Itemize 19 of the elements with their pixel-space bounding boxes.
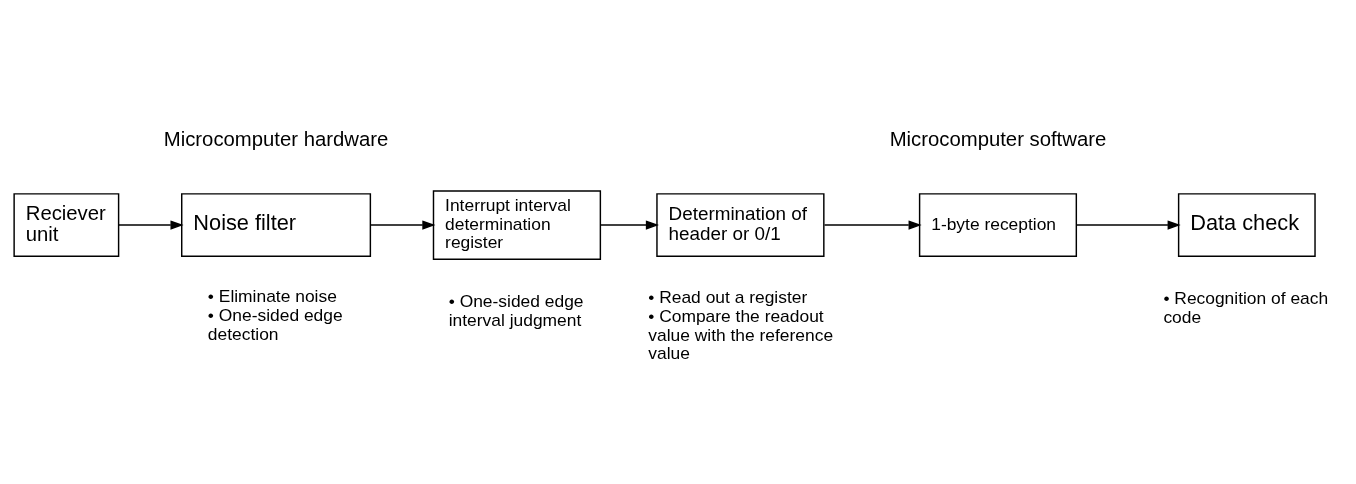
node-label: • One-sided edge interval judgment xyxy=(448,290,584,330)
node-box: Determination of header or 0/1 xyxy=(656,192,825,257)
arrow xyxy=(823,220,922,230)
label: Microcomputer software xyxy=(889,127,1107,150)
node-box: 1-byte reception xyxy=(918,192,1078,257)
arrow xyxy=(599,220,659,230)
label: Microcomputer hardware xyxy=(163,127,389,150)
node-label: • Eliminate noise xyxy=(207,285,337,306)
node-box: Interrupt interval determination register xyxy=(432,189,602,260)
node-box: Reciever unit xyxy=(13,192,120,257)
node-box: Data check xyxy=(1177,192,1316,257)
node-box: Noise filter xyxy=(181,192,372,257)
node-label: • Recognition of each code xyxy=(1163,287,1329,327)
arrow xyxy=(118,220,184,230)
node-label: • Read out a register xyxy=(648,286,808,307)
arrow xyxy=(370,220,436,230)
node-label: • Compare the readout value with the reference value xyxy=(648,305,834,363)
arrow xyxy=(1075,220,1181,230)
node-label: • One-sided edge detection xyxy=(207,304,343,344)
